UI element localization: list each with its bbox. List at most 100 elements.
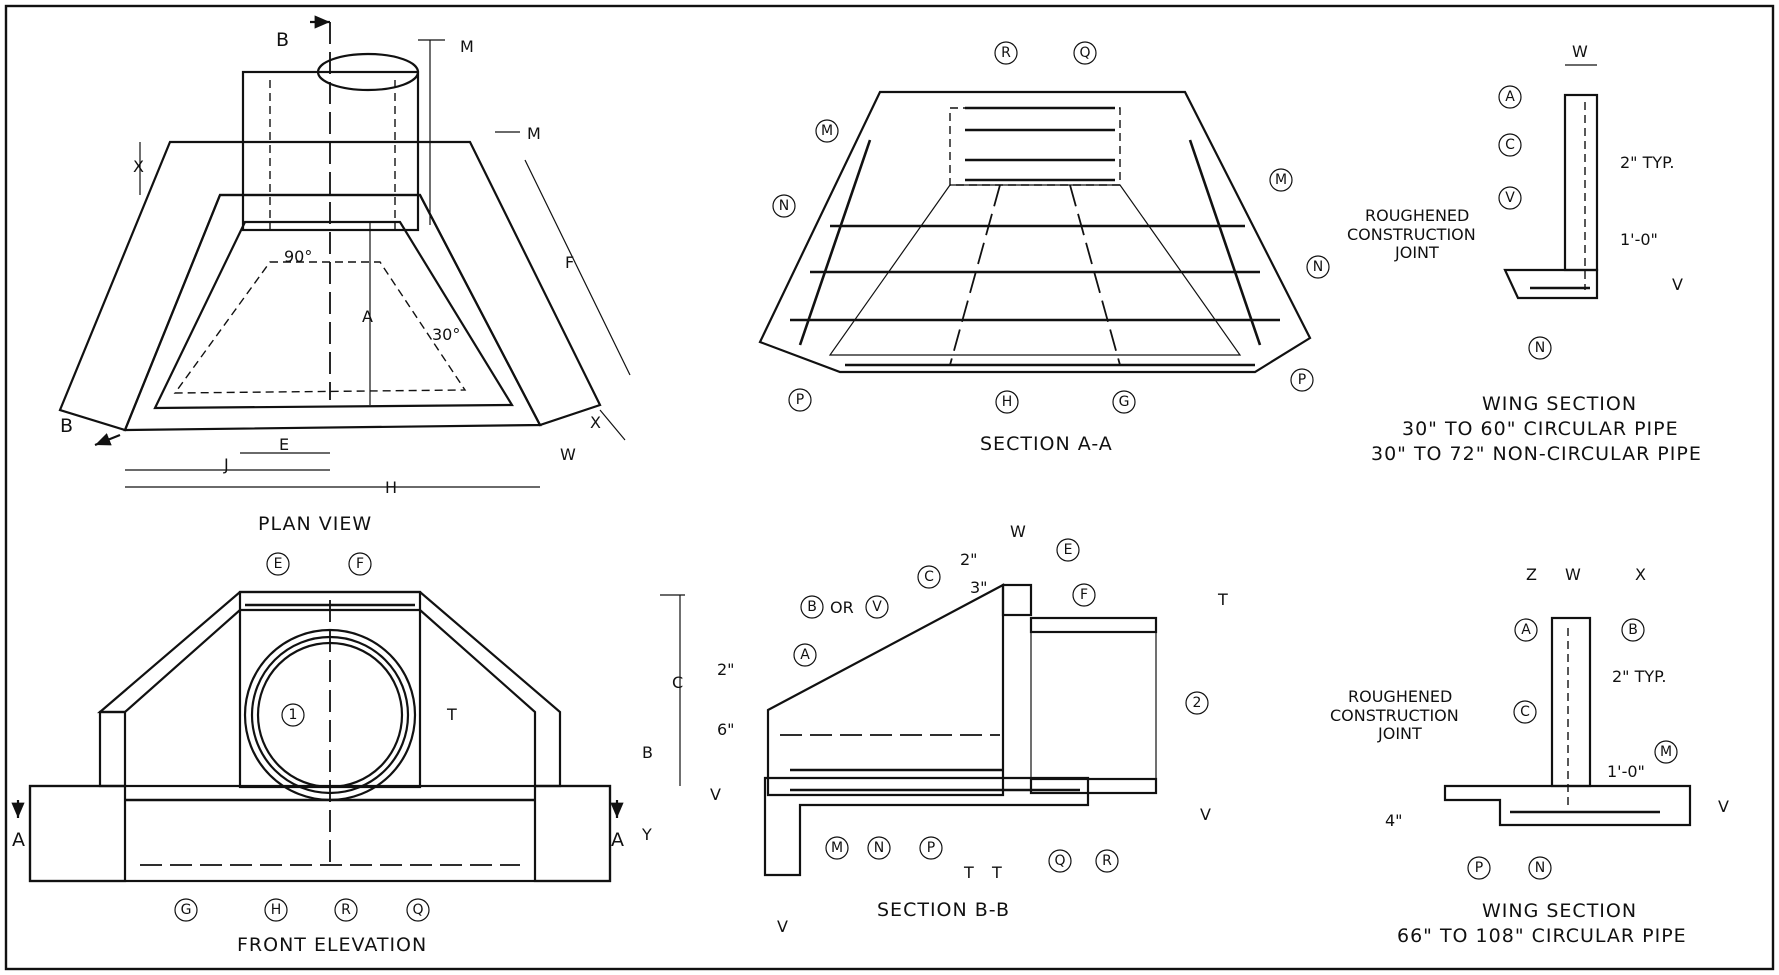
bb-callout-m [825, 836, 849, 860]
bb-dim-v-bottom: V [777, 917, 788, 936]
wl-callout-p-text: P [1475, 860, 1483, 876]
fe-dim-t: T [446, 705, 457, 724]
bb-pipe [1030, 617, 1157, 794]
dim-a-plan: A [362, 307, 373, 326]
ws-callout-c [1498, 133, 1522, 157]
fe-callout-g-text: G [181, 902, 192, 918]
aa-callout-h-text: H [1002, 394, 1013, 410]
wl-callout-c-text: C [1520, 704, 1530, 720]
aa-callout-p-right [1290, 368, 1314, 392]
aa-callout-q-text: Q [1079, 45, 1090, 61]
plan-pipe-end [316, 52, 420, 92]
bb-callout-a-text: A [800, 647, 810, 663]
bb-cap [1001, 583, 1033, 617]
fe-a-left: A [12, 829, 26, 851]
fe-callout-h [264, 898, 288, 922]
section-b-arrow-bottom [94, 433, 121, 447]
bb-callout-c-text: C [924, 569, 934, 585]
dim-f-line [524, 159, 631, 376]
aa-callout-m-right [1269, 168, 1293, 192]
bb-dim-t-1: T [963, 863, 974, 882]
wl-dim-2in: 2" TYP. [1612, 667, 1666, 686]
wl-dim-z: Z [1526, 565, 1537, 584]
wl-dim-x: X [1635, 565, 1646, 584]
fe-footing-left [28, 784, 127, 883]
aa-wing-left [798, 139, 872, 346]
front-elevation: C T B Y A A E F 1 G H R Q FRONT ELEVATIO… [11, 552, 685, 956]
bb-title: SECTION B-B [877, 899, 1010, 921]
wl-callout-a [1514, 618, 1538, 642]
fe-title: FRONT ELEVATION [237, 934, 427, 956]
fe-callout-f [348, 552, 372, 576]
bb-dim-2in: 2" [960, 550, 978, 569]
plan-hidden-footing [173, 261, 467, 394]
angle-30: 30° [432, 325, 460, 344]
plan-apron [123, 193, 542, 432]
plan-view-title: PLAN VIEW [258, 513, 372, 535]
wl-callout-m [1654, 740, 1678, 764]
dim-h-plan: H [385, 478, 397, 497]
aa-callout-p-left [788, 388, 812, 412]
wl-callout-n-text: N [1535, 860, 1545, 876]
aa-callout-n-right [1306, 255, 1330, 279]
bb-callout-n-text: N [874, 840, 884, 856]
plan-apron-inner [153, 220, 514, 410]
fe-callout-e-text: E [274, 556, 283, 572]
wl-callout-b-text: B [1628, 622, 1638, 638]
wl-footing [1443, 784, 1692, 827]
fe-left-wing-top [98, 710, 127, 788]
fe-dim-b: B [642, 743, 653, 762]
aa-callout-n-left-text: N [779, 198, 789, 214]
wl-callout-a-text: A [1521, 622, 1531, 638]
aa-callout-q [1073, 41, 1097, 65]
section-aa-title: SECTION A-A [980, 433, 1113, 455]
bb-callout-r [1095, 849, 1119, 873]
aa-callout-r-text: R [1001, 45, 1011, 61]
wl-title: WING SECTION [1482, 900, 1637, 922]
bb-callout-b-text: B [807, 599, 817, 615]
wl-callout-c [1513, 700, 1537, 724]
aa-callout-g [1112, 390, 1136, 414]
angle-90: 90° [284, 247, 312, 266]
bb-callout-f [1072, 583, 1096, 607]
bb-callout-p-text: P [927, 840, 935, 856]
fe-callout-r-text: R [341, 902, 351, 918]
section-aa-outline [758, 90, 1312, 374]
ws-callout-c-text: C [1505, 137, 1515, 153]
sheet-border [4, 4, 1775, 971]
dim-m-top: M [460, 37, 474, 56]
bb-dim-v-left: V [710, 785, 721, 804]
fe-callout-q-text: Q [412, 902, 423, 918]
fe-dim-y: Y [641, 825, 652, 844]
section-b-label-bottom: B [60, 415, 74, 437]
dim-f: F [565, 253, 574, 272]
bb-callout-b [800, 595, 824, 619]
aa-callout-h [995, 390, 1019, 414]
ws-callout-n [1528, 336, 1552, 360]
bb-dim-3in: 3" [970, 578, 988, 597]
bb-dim-t-2: T [991, 863, 1002, 882]
ws-subtitle-2: 30" TO 72" NON-CIRCULAR PIPE [1371, 443, 1702, 465]
fe-callout-e [266, 552, 290, 576]
fe-callout-1 [281, 703, 305, 727]
wl-dim-v: V [1718, 797, 1729, 816]
plan-view: B B M M X F A 90° 30° X W E J H PLAN VIE… [58, 15, 631, 535]
section-aa-floor [828, 184, 1242, 356]
dim-x-plan: X [133, 157, 144, 176]
section-aa-core [949, 107, 1121, 186]
wl-wall [1550, 616, 1592, 788]
ws-note-2: CONSTRUCTION [1347, 225, 1476, 244]
bb-callout-q [1048, 849, 1072, 873]
aa-callout-n-right-text: N [1313, 259, 1323, 275]
bb-callout-a [793, 643, 817, 667]
bb-callout-e [1056, 538, 1080, 562]
aa-dash-1 [949, 184, 1001, 366]
fe-callout-h-text: H [271, 902, 282, 918]
bb-callout-p [919, 836, 943, 860]
wing-section-small: W 2" TYP. 1'-0" V ROUGHENED CONSTRUCTION… [1347, 42, 1702, 465]
bb-or: OR [830, 598, 854, 617]
ws-dim-2in: 2" TYP. [1620, 153, 1674, 172]
aa-callout-r [994, 41, 1018, 65]
wl-callout-p [1467, 856, 1491, 880]
